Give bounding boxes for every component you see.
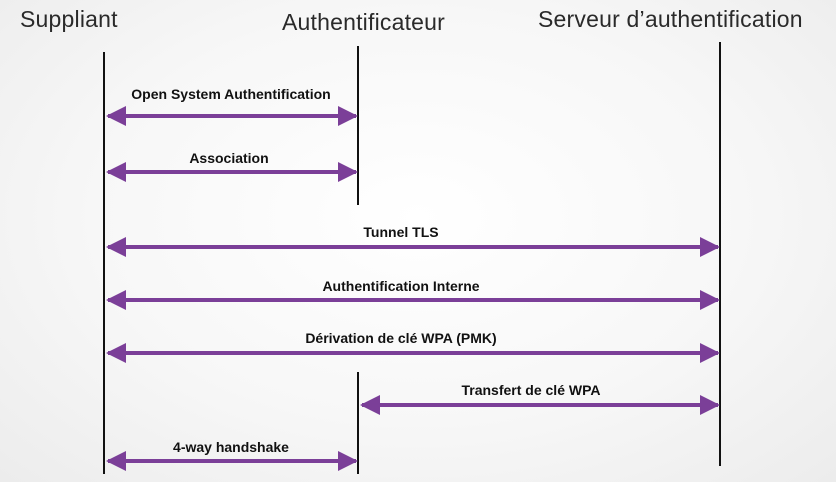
label-auth-interne: Authentification Interne xyxy=(322,278,479,294)
label-association: Association xyxy=(189,150,268,166)
actor-suppliant: Suppliant xyxy=(20,6,118,32)
label-derivation: Dérivation de clé WPA (PMK) xyxy=(305,330,496,346)
label-handshake: 4-way handshake xyxy=(173,439,289,455)
label-transfert: Transfert de clé WPA xyxy=(461,382,600,398)
actor-authentificateur: Authentificateur xyxy=(282,9,446,35)
actor-serveur: Serveur d’authentification xyxy=(538,6,803,32)
label-open-system: Open System Authentification xyxy=(131,86,330,102)
label-tunnel-tls: Tunnel TLS xyxy=(363,224,438,240)
